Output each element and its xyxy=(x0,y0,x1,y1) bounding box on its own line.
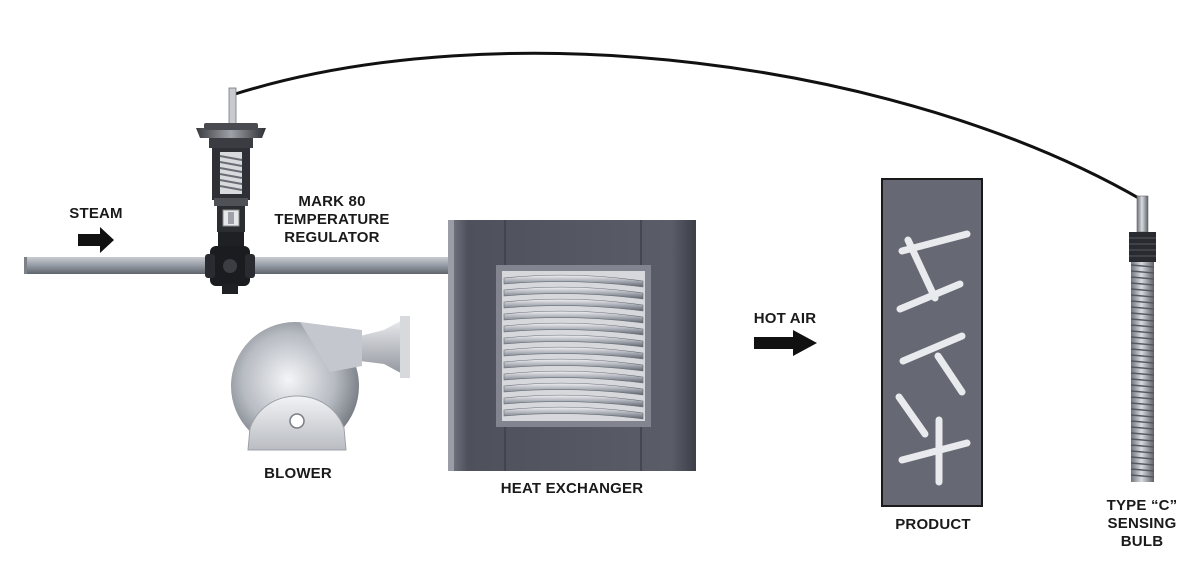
sensing-bulb-ring xyxy=(1130,288,1155,292)
sensing-bulb-ring xyxy=(1130,330,1155,334)
hot-air-arrow xyxy=(754,330,817,356)
hot-air-label: HOT AIR xyxy=(753,310,817,327)
heat-exchanger-coils xyxy=(503,274,644,420)
blower-shaft xyxy=(289,413,305,429)
sensing-bulb-ring xyxy=(1130,324,1155,328)
heat-exchanger-coil xyxy=(503,406,644,420)
temperature-regulator-valve xyxy=(196,87,266,294)
sensing-bulb-ring xyxy=(1130,450,1155,454)
product-label: PRODUCT xyxy=(895,516,971,533)
heat-exchanger-coil xyxy=(503,310,644,324)
sensing-bulb-ring xyxy=(1130,294,1155,298)
heat-exchanger-coil xyxy=(503,370,644,384)
heat-exchanger-label: HEAT EXCHANGER xyxy=(500,480,644,497)
sensing-bulb-ring xyxy=(1130,348,1155,352)
sensing-bulb-label: TYPE “C” SENSING BULB xyxy=(1106,497,1178,550)
heat-exchanger-coil xyxy=(503,358,644,372)
sensing-bulb-ring xyxy=(1130,414,1155,418)
sensing-bulb-ring xyxy=(1130,462,1155,466)
heat-exchanger-coil xyxy=(503,334,644,348)
sensing-bulb-ring xyxy=(1130,264,1155,268)
sensing-bulb-rings xyxy=(1130,264,1155,478)
sensing-bulb-ring xyxy=(1130,372,1155,376)
sensing-bulb-ring xyxy=(1130,402,1155,406)
heat-exchanger-coil xyxy=(503,322,644,336)
heat-exchanger-coil xyxy=(503,394,644,408)
sensing-bulb-ring xyxy=(1130,432,1155,436)
sensing-bulb-ring xyxy=(1130,312,1155,316)
sensing-bulb-ring xyxy=(1130,360,1155,364)
sensing-bulb-ring xyxy=(1130,420,1155,424)
heat-exchanger-coil xyxy=(503,382,644,396)
sensing-bulb-ring xyxy=(1130,366,1155,370)
blower-label: BLOWER xyxy=(264,465,332,482)
sensing-bulb-ring xyxy=(1130,318,1155,322)
heat-exchanger-coil xyxy=(503,286,644,300)
sensing-bulb-ring xyxy=(1130,336,1155,340)
sensing-bulb-ring xyxy=(1130,384,1155,388)
sensing-bulb xyxy=(1129,195,1156,482)
sensing-bulb-ring xyxy=(1130,282,1155,286)
sensing-bulb-ring xyxy=(1130,408,1155,412)
sensing-bulb-ring xyxy=(1130,390,1155,394)
sensing-bulb-ring xyxy=(1130,426,1155,430)
capillary-tube xyxy=(231,51,1143,202)
steam-arrow xyxy=(78,227,114,253)
heat-exchanger-coil xyxy=(503,346,644,360)
heat-exchanger-coil xyxy=(503,298,644,312)
sensing-bulb-ring xyxy=(1130,342,1155,346)
sensing-bulb-ring xyxy=(1130,276,1155,280)
heat-exchanger-coil xyxy=(503,274,644,288)
sensing-bulb-ring xyxy=(1130,396,1155,400)
regulator-label: MARK 80 TEMPERATURE REGULATOR xyxy=(274,193,390,246)
heat-exchanger xyxy=(448,220,696,471)
sensing-bulb-ring xyxy=(1130,300,1155,304)
sensing-bulb-ring xyxy=(1130,468,1155,472)
product-panel xyxy=(881,178,983,507)
blower xyxy=(231,316,410,451)
steam-label: STEAM xyxy=(69,205,123,222)
sensing-bulb-ring xyxy=(1130,378,1155,382)
sensing-bulb-ring xyxy=(1130,306,1155,310)
sensing-bulb-ring xyxy=(1130,270,1155,274)
sensing-bulb-ring xyxy=(1130,456,1155,460)
sensing-bulb-ring xyxy=(1130,438,1155,442)
sensing-bulb-ring xyxy=(1130,354,1155,358)
sensing-bulb-ring xyxy=(1130,444,1155,448)
sensing-bulb-ring xyxy=(1130,474,1155,478)
